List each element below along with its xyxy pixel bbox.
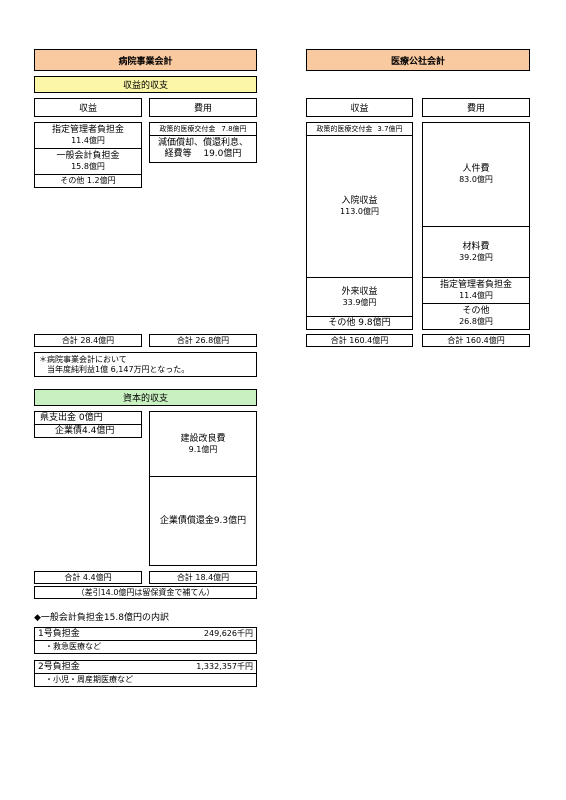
revenue-item-label: その他 9.8億円 <box>328 318 391 328</box>
total-text: 合計 160.4億円 <box>330 335 389 345</box>
hospital-account-title-text: 病院事業会計 <box>118 56 173 67</box>
hospital-revenue-general-account: 一般会計負担金 15.8億円 <box>34 148 142 175</box>
hospital-expense-total: 合計 26.8億円 <box>149 334 257 347</box>
corp-revenue-header: 収益 <box>306 98 413 117</box>
breakdown-label: 1号負担金 <box>38 629 80 639</box>
revenue-item-value: 113.0億円 <box>340 207 379 216</box>
medical-corp-account-title: 医療公社会計 <box>306 49 530 71</box>
net-profit-note: ＊病院事業会計において 当年度純利益1億 6,147万円となった。 <box>34 352 257 377</box>
hospital-expense-policy-grant: 政策的医療交付金 7.8億円 <box>149 122 257 136</box>
income-section-header: 収益的収支 <box>34 76 257 93</box>
expense-item-value: 7.8億円 <box>221 124 247 133</box>
expense-item-value: 11.4億円 <box>459 291 493 300</box>
hospital-revenue-total: 合計 28.4億円 <box>34 334 142 347</box>
capital-shortfall-note: （差引14.0億円は留保資金で補てん） <box>34 586 257 599</box>
hospital-revenue-designated-mgr: 指定管理者負担金 11.4億円 <box>34 122 142 149</box>
corp-expense-personnel: 人件費 83.0億円 <box>422 122 530 227</box>
note-line: （差引14.0億円は留保資金で補てん） <box>76 587 215 597</box>
revenue-item-value: 15.8億円 <box>71 162 105 171</box>
expense-item-label: 材料費 <box>462 241 490 252</box>
revenue-item-value: 33.9億円 <box>342 297 377 307</box>
breakdown-row-2-sub: ・小児・周産期医療など <box>34 673 257 687</box>
breakdown-title: ◆一般会計負担金15.8億円の内訳 <box>34 613 169 623</box>
medical-corp-account-title-text: 医療公社会計 <box>390 56 445 67</box>
capital-expense-value: 9.1億円 <box>188 444 218 454</box>
breakdown-row-1: 1号負担金 249,626千円 <box>34 627 257 641</box>
hospital-revenue-header-text: 収益 <box>78 104 97 114</box>
expense-item-value: 39.2億円 <box>459 252 493 262</box>
corp-revenue-header-text: 収益 <box>350 104 369 114</box>
capital-revenue-label: 県支出金 0億円 <box>40 413 103 423</box>
corp-expense-designated-mgr: 指定管理者負担金 11.4億円 <box>422 277 530 304</box>
breakdown-row-2: 2号負担金 1,332,357千円 <box>34 660 257 674</box>
capital-section-header-text: 資本的収支 <box>122 394 168 404</box>
corp-expense-materials: 材料費 39.2億円 <box>422 226 530 278</box>
expense-item-value: 19.0億円 <box>203 149 242 159</box>
revenue-item-label: 指定管理者負担金 <box>51 125 124 135</box>
expense-item-label: 経費等 <box>164 149 192 159</box>
breakdown-row-1-sub: ・救急医療など <box>34 640 257 654</box>
corp-expense-total: 合計 160.4億円 <box>422 334 530 347</box>
income-section-header-text: 収益的収支 <box>122 81 168 91</box>
total-text: 合計 28.4億円 <box>61 335 115 345</box>
revenue-item-label: 入院収益 <box>341 196 378 206</box>
corp-expense-other: その他 26.8億円 <box>422 303 530 330</box>
breakdown-sub: ・小児・周産期医療など <box>45 675 133 684</box>
hospital-account-title: 病院事業会計 <box>34 49 257 71</box>
corp-revenue-total: 合計 160.4億円 <box>306 334 413 347</box>
expense-item-label: 人件費 <box>462 164 490 174</box>
revenue-item-label: 一般会計負担金 <box>56 151 120 161</box>
capital-revenue-bonds: 企業債4.4億円 <box>34 424 142 438</box>
capital-section-header: 資本的収支 <box>34 389 257 406</box>
capital-revenue-prefecture: 県支出金 0億円 <box>34 411 142 425</box>
corp-revenue-inpatient: 入院収益 113.0億円 <box>306 135 413 278</box>
corp-expense-header: 費用 <box>422 98 530 117</box>
corp-expense-header-text: 費用 <box>466 104 485 114</box>
corp-revenue-policy-grant: 政策的医療交付金 3.7億円 <box>306 122 413 136</box>
hospital-revenue-header: 収益 <box>34 98 142 117</box>
revenue-item-value: 3.7億円 <box>377 124 403 133</box>
corp-revenue-other: その他 9.8億円 <box>306 316 413 330</box>
note-line: 当年度純利益1億 6,147万円となった。 <box>47 365 190 374</box>
expense-item-label: 政策的医療交付金 <box>159 124 216 133</box>
note-line: ＊病院事業会計において <box>39 355 127 364</box>
capital-revenue-total: 合計 4.4億円 <box>34 571 142 584</box>
expense-item-label: 指定管理者負担金 <box>439 280 512 290</box>
hospital-expense-header-text: 費用 <box>193 104 212 114</box>
capital-revenue-label: 企業債4.4億円 <box>55 426 115 436</box>
capital-expense-label: 企業債償還金9.3億円 <box>159 516 247 526</box>
revenue-item-label: 政策的医療交付金 <box>316 124 373 133</box>
expense-item-value: 83.0億円 <box>459 175 493 184</box>
capital-expense-total: 合計 18.4億円 <box>149 571 257 584</box>
capital-expense-bond-repayment: 企業債償還金9.3億円 <box>149 476 257 566</box>
corp-revenue-outpatient: 外来収益 33.9億円 <box>306 277 413 317</box>
expense-item-value: 26.8億円 <box>459 317 493 326</box>
total-text: 合計 160.4億円 <box>447 335 505 345</box>
breakdown-amount: 249,626千円 <box>203 629 253 638</box>
revenue-item-value: 11.4億円 <box>71 136 105 145</box>
hospital-revenue-other: その他 1.2億円 <box>34 174 142 188</box>
total-text: 合計 4.4億円 <box>64 572 112 582</box>
expense-item-label: その他 <box>462 306 490 316</box>
breakdown-amount: 1,332,357千円 <box>196 662 253 671</box>
expense-item-label: 減価償却、償還利息、 <box>157 138 248 148</box>
revenue-item-label: 外来収益 <box>341 286 378 297</box>
total-text: 合計 26.8億円 <box>176 335 230 345</box>
hospital-expense-depreciation: 減価償却、償還利息、 経費等 19.0億円 <box>149 135 257 163</box>
breakdown-label: 2号負担金 <box>38 662 80 672</box>
total-text: 合計 18.4億円 <box>176 572 230 582</box>
capital-expense-label: 建設改良費 <box>180 433 226 444</box>
hospital-expense-header: 費用 <box>149 98 257 117</box>
capital-expense-construction: 建設改良費 9.1億円 <box>149 411 257 477</box>
revenue-item-label: その他 1.2億円 <box>60 176 116 185</box>
breakdown-sub: ・救急医療など <box>45 642 101 651</box>
